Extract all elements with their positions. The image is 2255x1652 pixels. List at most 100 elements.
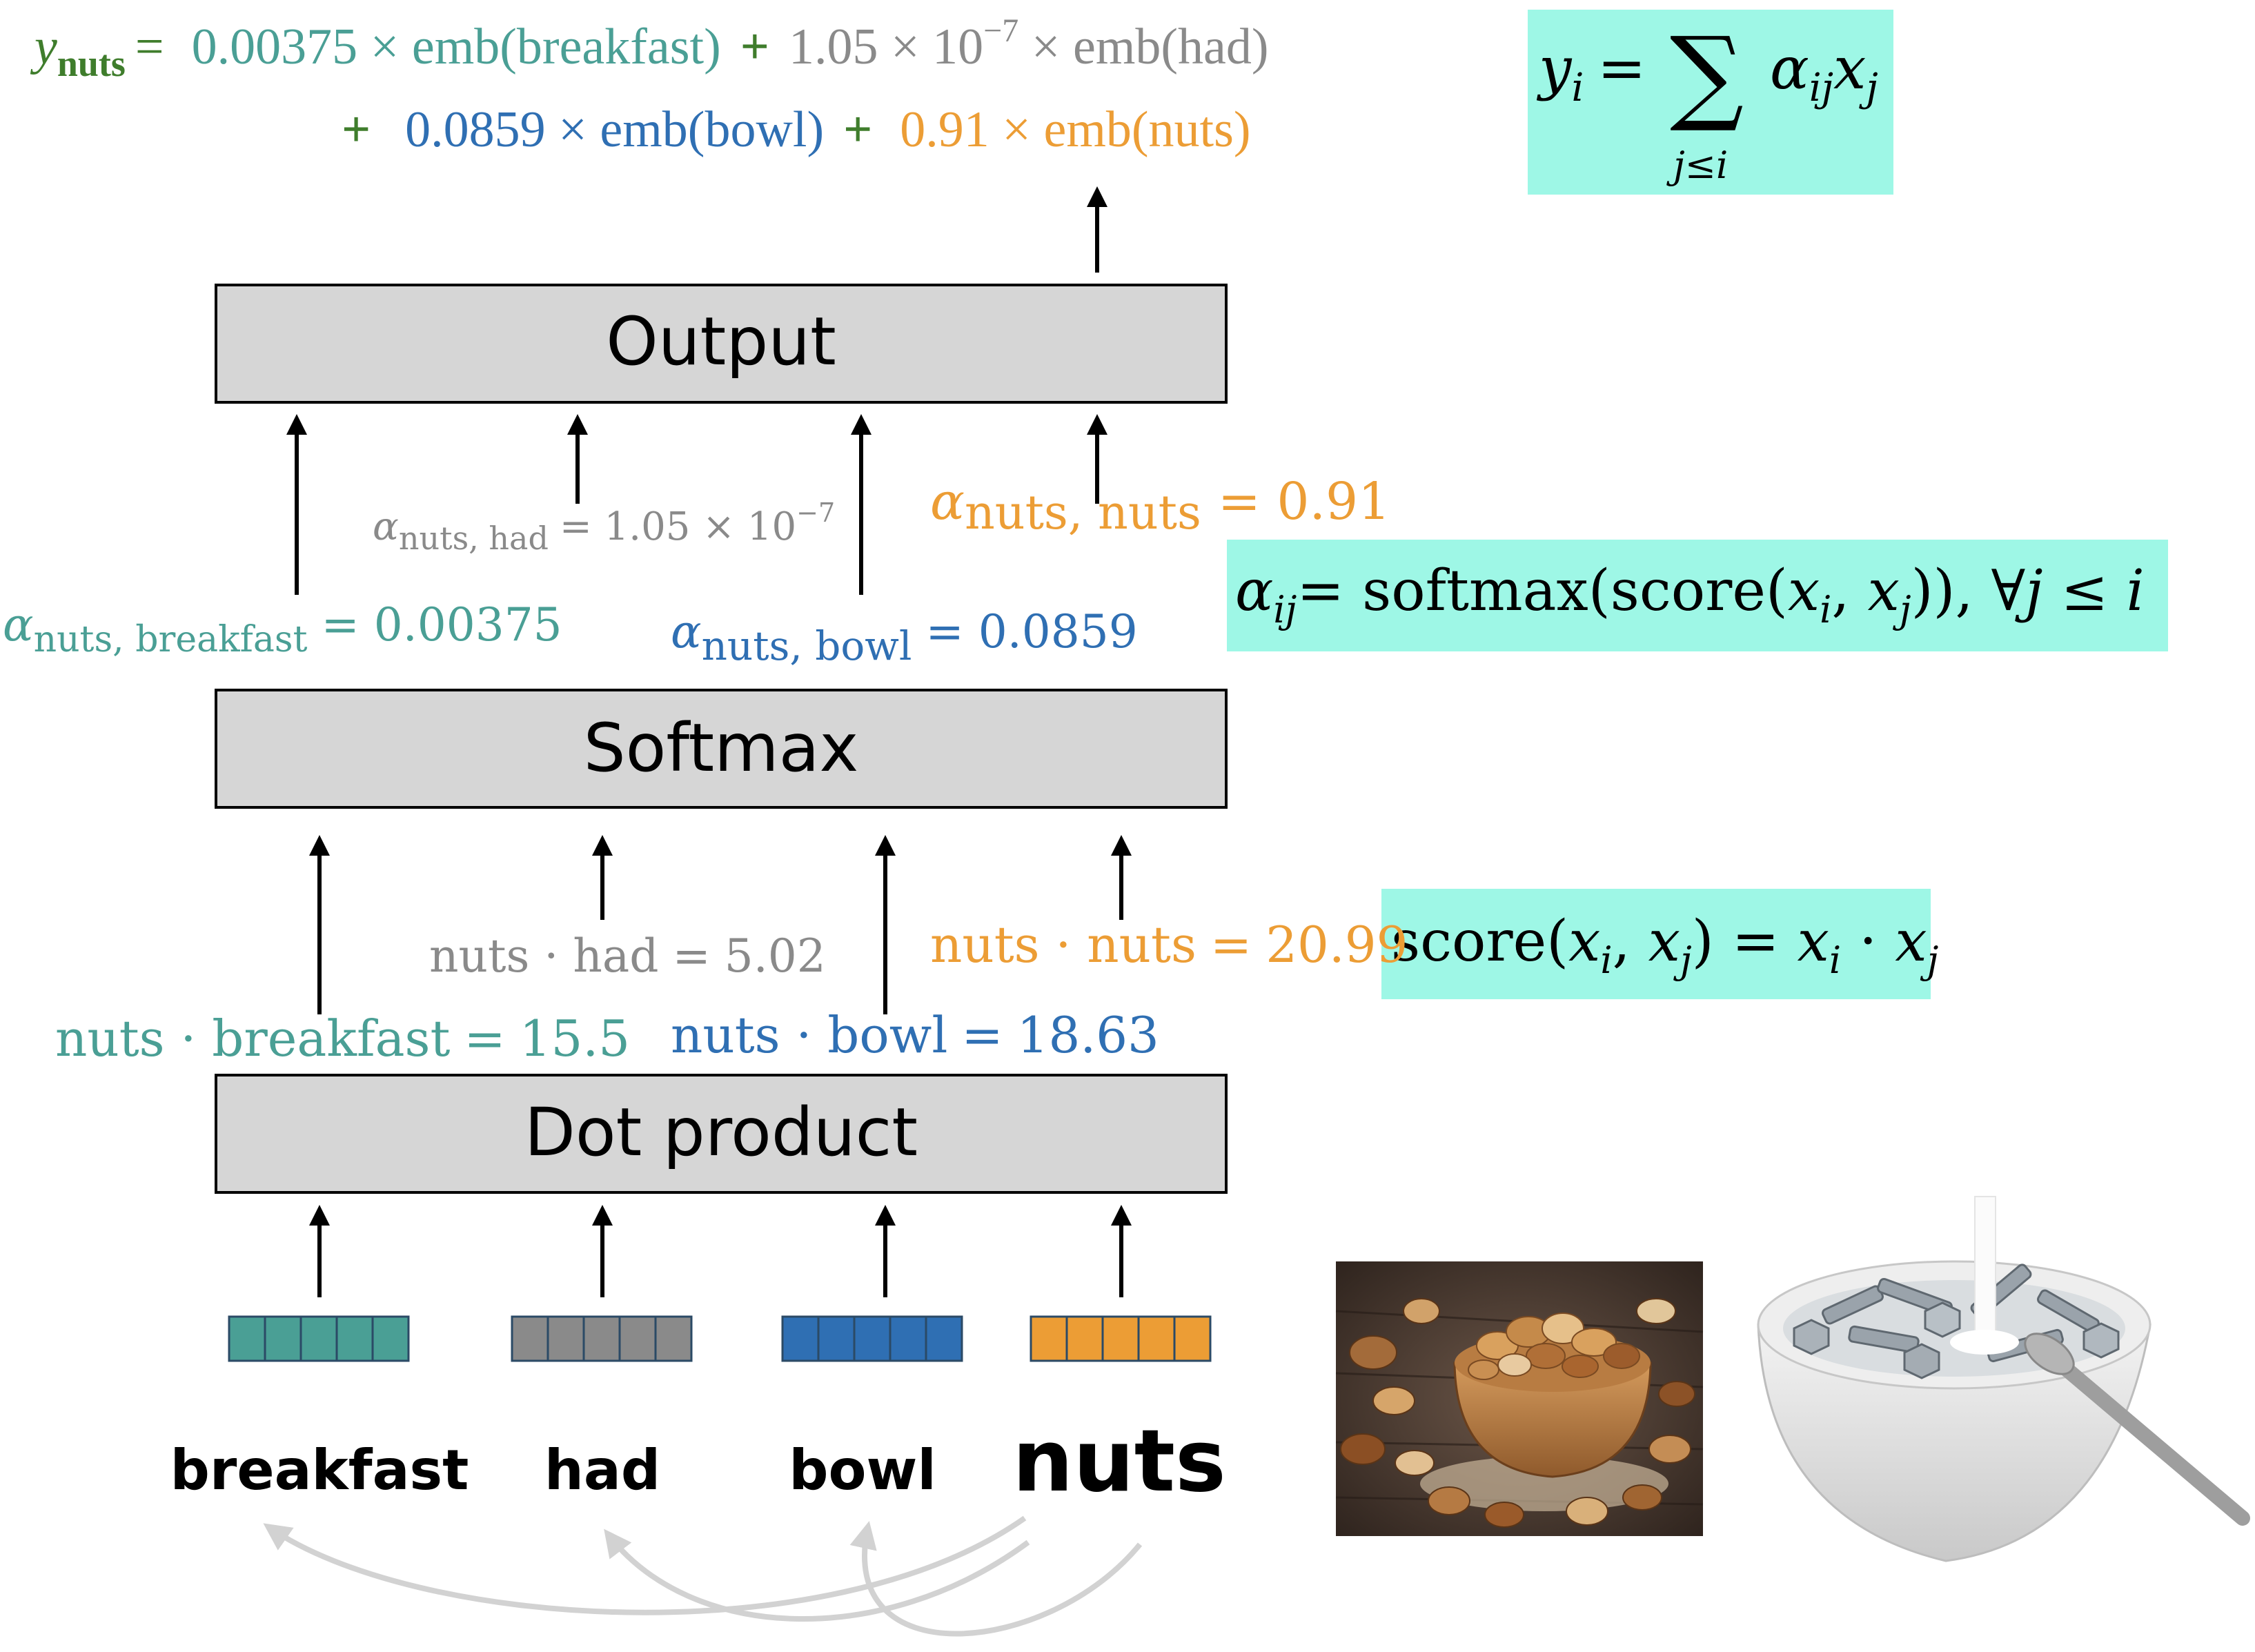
output-eq-term-nuts: 0.91 × emb(nuts) bbox=[900, 101, 1250, 158]
arc-nuts-to-bowl bbox=[849, 1521, 1143, 1637]
word-bowl: bowl bbox=[789, 1438, 936, 1502]
alpha-had-symbol: α bbox=[373, 504, 399, 549]
alpha-bowl-symbol: α bbox=[671, 605, 702, 658]
softmax-box-rect bbox=[215, 689, 1228, 809]
svg-text:αij= softmax(score(xi, xj)), ∀: αij= softmax(score(xi, xj)), ∀j ≤ i bbox=[1235, 558, 2145, 631]
formula-score-head: score( bbox=[1391, 909, 1568, 974]
output-eq-term-had-a: 1.05 × 10 bbox=[789, 19, 983, 75]
score-breakfast-label: nuts · breakfast=15.5 bbox=[55, 1010, 630, 1068]
alpha-breakfast-rhs: = 0.00375 bbox=[321, 598, 562, 651]
embedding-nuts-cell bbox=[1030, 1315, 1068, 1362]
embedding-nuts-cell bbox=[1137, 1315, 1176, 1362]
output-eq-plus-2: + bbox=[342, 101, 371, 158]
alpha-had-label: αnuts, had = 1.05 × 10−7 bbox=[373, 498, 835, 557]
embedding-breakfast bbox=[228, 1315, 410, 1362]
embedding-bowl-cell bbox=[925, 1315, 963, 1362]
formula-score-x1: x bbox=[1568, 909, 1600, 974]
formula-sum-y: y bbox=[1536, 35, 1573, 102]
alpha-breakfast-symbol: α bbox=[3, 598, 34, 651]
embedding-nuts-cell bbox=[1065, 1315, 1104, 1362]
embedding-had-cell bbox=[546, 1315, 585, 1362]
alpha-nuts-label: αnuts, nuts= 0.91 bbox=[930, 472, 1390, 540]
formula-score: score(xi, xj) = xi · xj bbox=[1381, 889, 1938, 999]
formula-softmax-comma: , bbox=[1831, 558, 1867, 624]
output-eq-term-bowl: 0.0859 × emb(bowl) bbox=[405, 101, 824, 158]
formula-score-x2: x bbox=[1648, 909, 1680, 974]
formula-softmax-i: i bbox=[1820, 588, 1831, 631]
alpha-had-exp: −7 bbox=[796, 498, 835, 528]
alpha-had-rhs: = 1.05 × 10 bbox=[560, 504, 796, 549]
score-nuts-label: nuts · nuts=20.99 bbox=[930, 916, 1408, 974]
formula-score-x3: x bbox=[1798, 909, 1829, 974]
score-bowl-label: nuts · bowl=18.63 bbox=[671, 1006, 1159, 1064]
score-breakfast-lhs: nuts · breakfast bbox=[55, 1010, 450, 1068]
word-breakfast: breakfast bbox=[170, 1438, 469, 1502]
softmax-box: Softmax bbox=[215, 689, 1228, 809]
embedding-bowl-cell bbox=[817, 1315, 856, 1362]
formula-sum-sigma: ∑ bbox=[1670, 15, 1744, 135]
formula-output-sum: yi = ∑ j≤i αijxj bbox=[1528, 10, 1893, 195]
output-eq-y-sub: nuts bbox=[57, 43, 126, 84]
score-labels: nuts · breakfast=15.5 nuts · had=5.02 nu… bbox=[55, 916, 1408, 1068]
score-bowl-value: 18.63 bbox=[1017, 1006, 1159, 1064]
formula-softmax-bg bbox=[1227, 540, 2168, 651]
embedding-nuts-cell bbox=[1173, 1315, 1212, 1362]
embedding-breakfast-cell bbox=[299, 1315, 338, 1362]
embedding-nuts-cell bbox=[1101, 1315, 1140, 1362]
output-eq-equals: = bbox=[135, 19, 164, 75]
formula-score-x4: x bbox=[1895, 909, 1927, 974]
svg-text:score(xi, xj) = xi · xj: score(xi, xj) = xi · xj bbox=[1391, 909, 1938, 982]
nuts-bowl-photo bbox=[1335, 1261, 1704, 1536]
formula-sum-eq: = bbox=[1597, 35, 1646, 102]
embedding-had-cell bbox=[618, 1315, 657, 1362]
formula-score-dot: · bbox=[1841, 909, 1895, 974]
score-breakfast-eq: = bbox=[464, 1010, 505, 1068]
output-box: Output bbox=[215, 284, 1228, 404]
embedding-bowl-cell bbox=[889, 1315, 927, 1362]
formula-score-mid: ) = bbox=[1692, 909, 1798, 974]
formula-softmax-close: )), ∀ bbox=[1911, 558, 2026, 624]
formula-score-i1: i bbox=[1600, 938, 1612, 982]
formula-score-comma: , bbox=[1613, 909, 1648, 974]
svg-text:ynuts=0.00375 × emb(breakfast): ynuts=0.00375 × emb(breakfast)+1.05 × 10… bbox=[30, 12, 1269, 84]
formula-softmax-ii: i bbox=[2126, 558, 2144, 624]
formula-sum-alpha: α bbox=[1770, 35, 1809, 102]
formula-score-bg bbox=[1381, 889, 1931, 999]
dot-product-box-rect bbox=[215, 1074, 1228, 1194]
output-eq-y: y bbox=[30, 19, 57, 75]
alpha-breakfast-label: αnuts, breakfast = 0.00375 bbox=[3, 598, 562, 660]
score-nuts-lhs: nuts · nuts bbox=[930, 916, 1197, 974]
embedding-bowl-cell bbox=[853, 1315, 892, 1362]
formula-softmax-rest: = softmax(score( bbox=[1297, 558, 1788, 624]
formula-softmax: αij= softmax(score(xi, xj)), ∀j ≤ i bbox=[1227, 540, 2168, 651]
dot-product-box: Dot product bbox=[215, 1074, 1228, 1194]
formula-softmax-le: ≤ bbox=[2043, 558, 2127, 624]
arrows bbox=[286, 186, 1132, 1297]
embedding-breakfast-cell bbox=[335, 1315, 374, 1362]
alpha-bowl-label: αnuts, bowl= 0.0859 bbox=[671, 605, 1138, 669]
word-had: had bbox=[544, 1438, 660, 1502]
score-bowl-eq: = bbox=[961, 1006, 1003, 1064]
alpha-bowl-rhs: = 0.0859 bbox=[925, 605, 1137, 658]
attention-labels: αnuts, breakfast= 0.00375 αnuts, had= 1.… bbox=[3, 472, 1390, 669]
embedding-had-cell bbox=[654, 1315, 693, 1362]
alpha-nuts-sub: nuts, nuts bbox=[965, 486, 1201, 540]
alpha-nuts-symbol: α bbox=[930, 472, 965, 531]
dot-product-box-label: Dot product bbox=[524, 1094, 918, 1171]
arc-nuts-to-had bbox=[604, 1528, 1030, 1622]
svg-text:yi: yi bbox=[1536, 35, 1584, 110]
score-nuts-value: 20.99 bbox=[1266, 916, 1408, 974]
formula-sum-ij: ij bbox=[1809, 66, 1833, 110]
score-nuts-eq: = bbox=[1210, 916, 1252, 974]
arc-nuts-to-breakfast bbox=[263, 1515, 1027, 1615]
output-eq-term-had-exp: −7 bbox=[983, 12, 1018, 49]
alpha-breakfast-sub: nuts, breakfast bbox=[34, 619, 308, 660]
formula-output-sum-bg bbox=[1528, 10, 1893, 195]
alpha-had-sub: nuts, had bbox=[399, 520, 549, 557]
formula-score-i2: i bbox=[1829, 938, 1841, 982]
embedding-had-cell bbox=[511, 1315, 549, 1362]
formula-softmax-x1: x bbox=[1788, 558, 1820, 624]
formula-sum-i: i bbox=[1571, 66, 1584, 110]
output-eq-plus-1: + bbox=[740, 19, 769, 75]
